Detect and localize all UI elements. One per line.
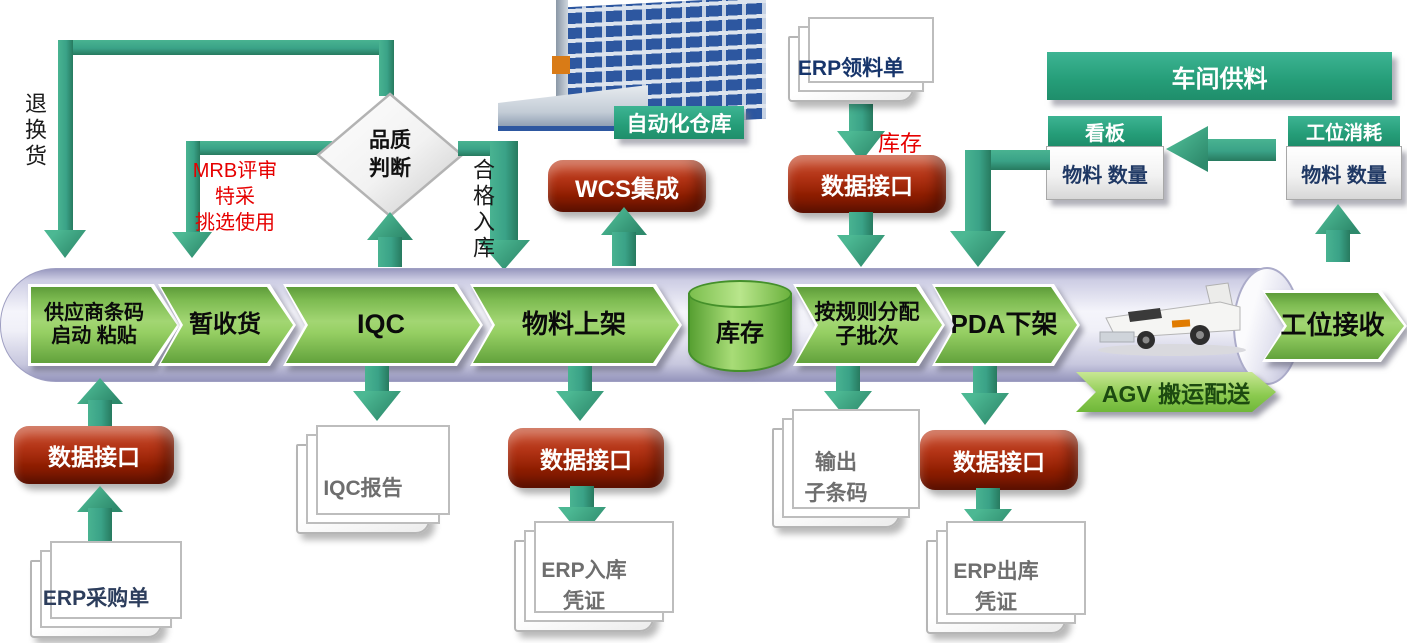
kanban-card-body: 物料 数量 [1046,146,1164,200]
return-arrow-left-segment [58,40,73,232]
wcs-arrow-shaft [612,232,636,266]
interface-top-arrow-head [837,235,885,267]
po-up-arrow1-shaft [88,400,112,430]
warehouse-caption: 自动化仓库 [614,106,744,139]
kanban-card-header: 看板 [1048,116,1162,146]
agv-vehicle-image [1088,272,1256,360]
station-up-arrow-shaft [1326,230,1350,262]
inbound-arrow-shaft [570,486,594,510]
requisition-arrow-shaft [849,104,873,134]
pipeline-step-shelving: 物料上架 [470,284,682,366]
return-arrow-head [44,230,86,258]
agv-caption-banner: AGV 搬运配送 [1076,372,1276,412]
cylinder-top [688,280,792,308]
shelving-arrow-shaft [568,366,592,394]
return-arrow-right-segment [379,40,394,96]
pipeline-step-iqc: IQC [283,284,483,366]
workshop-arrow-head [1166,126,1208,172]
quality-check-diamond: 品质 判断 [316,92,464,218]
pipeline-step-allocate: 按规则分配 子批次 [793,284,945,366]
qualified-inbound-label: 合格入库 [470,158,495,262]
kanban-elbow-head [950,231,1006,267]
allocate-arrow-shaft [836,366,860,394]
interface-top-arrow-shaft [849,212,873,238]
station-consume-body: 物料 数量 [1286,146,1402,200]
station-consume-header: 工位消耗 [1288,116,1400,146]
sub-barcode-doc: 输出 子条码 [772,428,900,528]
iqc-report-arrow-shaft [365,366,389,394]
pipeline-step-supplier-barcode: 供应商条码 启动 粘贴 [28,284,180,366]
workshop-supply-title: 车间供料 [1047,52,1392,100]
inventory-cylinder-label: 库存 [716,319,764,347]
iqc-report-doc: IQC报告 [296,444,430,534]
iqc-diamond-arrow-shaft [378,237,402,267]
erp-inbound-doc: ERP入库 凭证 [514,540,654,632]
erp-requisition-doc: ERP领料单 [788,36,914,102]
inventory-note: 库存 [878,131,923,156]
interface-ribbon-po: 数据接口 [14,426,174,484]
kanban-elbow-down-segment [965,150,991,234]
interface-ribbon-top: 数据接口 [788,155,946,213]
shelving-arrow-head [556,391,604,421]
return-arrow-top-segment [58,40,394,55]
pipeline-step-temp-receive: 暂收货 [158,284,296,366]
erp-outbound-doc: ERP出库 凭证 [926,540,1066,634]
iqc-report-arrow-head [353,391,401,421]
warehouse-crane-carriage [552,56,570,74]
mrb-arrow-top-segment [186,141,332,155]
pipeline-step-station-receive: 工位接收 [1262,290,1407,362]
mrb-note: MRB评审 特采 挑选使用 [192,160,278,234]
agv-caption-label: AGV 搬运配送 [1076,372,1276,412]
return-goods-label: 退换货 [22,92,47,170]
quality-check-label: 品质 判断 [369,128,411,180]
mrb-arrow-left-segment [186,141,200,235]
qualified-arrow-down-segment [490,141,518,243]
pda-arrow-head [961,393,1009,425]
po-up-arrow2-shaft [88,508,112,546]
interface-ribbon-inbound: 数据接口 [508,428,664,488]
pda-arrow-shaft [973,366,997,396]
wcs-ribbon: WCS集成 [548,160,706,212]
pipeline-inventory-cylinder: 库存 [688,280,792,372]
workshop-arrow-shaft [1206,139,1276,161]
interface-ribbon-outbound: 数据接口 [920,430,1078,490]
erp-po-doc: ERP采购单 [30,560,162,638]
pipeline-step-pda-pick: PDA下架 [932,284,1080,366]
outbound-arrow-shaft [976,488,1000,512]
